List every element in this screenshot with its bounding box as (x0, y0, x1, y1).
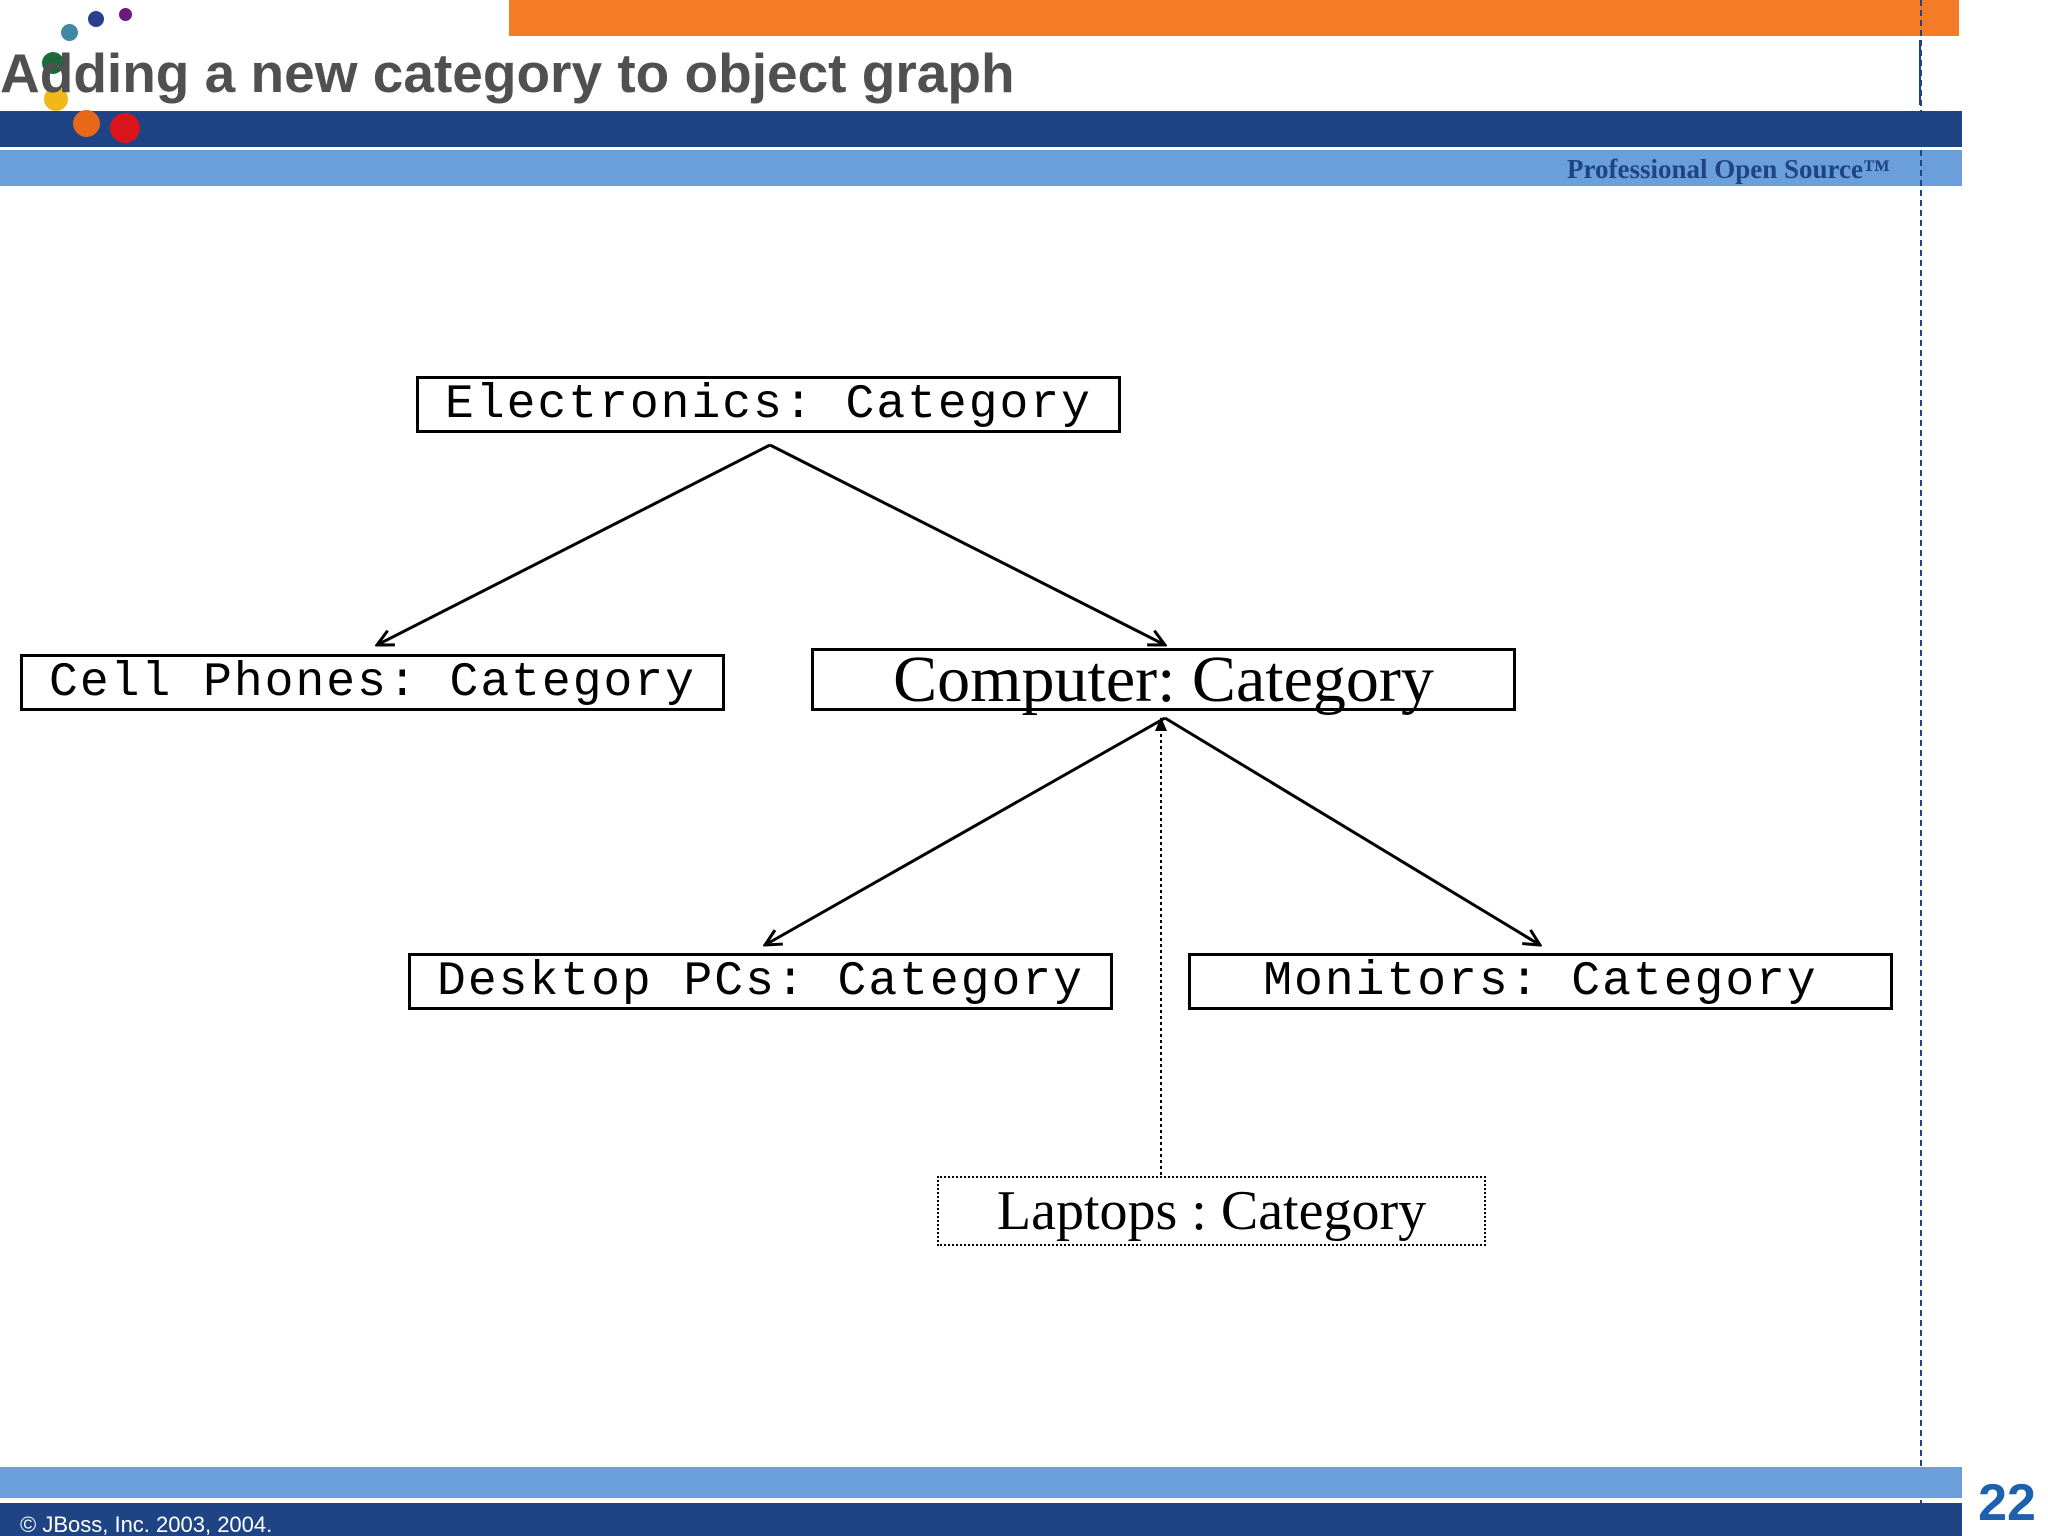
header-blue-bar (0, 150, 1962, 186)
footer-navy-bar (0, 1503, 1962, 1536)
node-label: Cell Phones: Category (49, 655, 696, 710)
edge-electronics-cellphones (377, 443, 771, 645)
copyright: © JBoss, Inc. 2003, 2004. (20, 1512, 273, 1536)
node-label: Monitors: Category (1263, 954, 1818, 1009)
page-number: 22 (1978, 1474, 2036, 1532)
node-laptops: Laptops : Category (937, 1176, 1486, 1246)
guide-line (1920, 0, 1922, 1536)
node-label: Computer: Category (893, 642, 1434, 716)
node-computer: Computer: Category (811, 643, 1516, 716)
logo-dot (73, 110, 100, 137)
logo-dot (110, 113, 140, 143)
logo-dot (61, 24, 78, 41)
node-label: Desktop PCs: Category (437, 954, 1084, 1009)
logo-dot (88, 11, 104, 27)
edge-computer-desktops (765, 716, 1166, 945)
header-navy-bar (0, 111, 1962, 147)
node-label: Laptops : Category (996, 1180, 1427, 1242)
node-cell-phones: Cell Phones: Category (20, 654, 725, 711)
logo-dot (119, 8, 132, 21)
slide-title: Adding a new category to object graph (0, 42, 1015, 104)
logo-dot (44, 87, 68, 111)
tagline: Professional Open Source™ (1566, 154, 1890, 184)
node-label: Electronics: Category (445, 377, 1092, 432)
edge-electronics-computer (769, 443, 1165, 645)
footer-blue-bar (0, 1467, 1962, 1498)
node-electronics: Electronics: Category (416, 376, 1121, 433)
node-monitors: Monitors: Category (1188, 953, 1893, 1010)
node-desktop-pcs: Desktop PCs: Category (408, 953, 1113, 1010)
logo-dot (42, 52, 64, 74)
header-orange-bar (509, 0, 1959, 36)
edge-computer-monitors (1164, 716, 1540, 945)
